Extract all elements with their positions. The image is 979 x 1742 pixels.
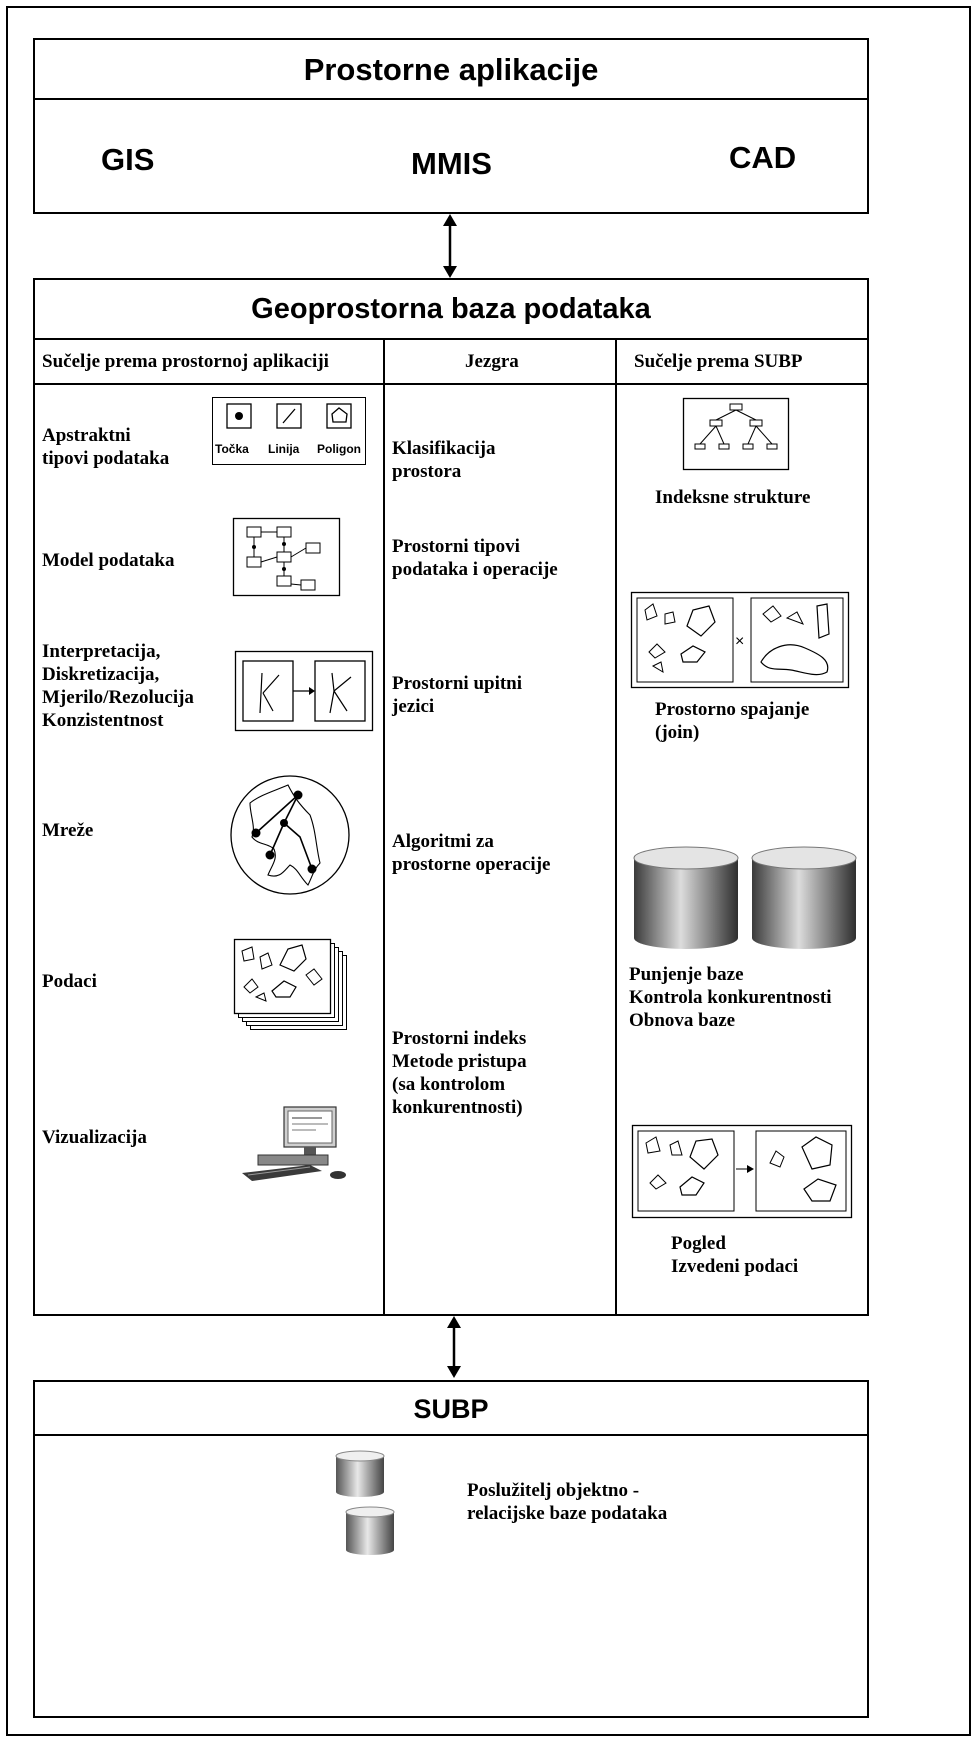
arrow-geodb-subp xyxy=(447,1316,461,1378)
geodb-divider-1 xyxy=(33,338,869,340)
left-label-visualization: Vizualizacija xyxy=(42,1127,147,1148)
left-label-data-model: Model podataka xyxy=(42,550,175,571)
network-map-icon xyxy=(230,775,350,895)
icon-label-point: Točka xyxy=(215,442,249,456)
column-header-core: Jezgra xyxy=(465,351,519,372)
subp-server-label: Poslužitelj objektno -relacijske baze po… xyxy=(467,1480,668,1524)
arrow-apps-geodb xyxy=(443,214,457,278)
subp-box: SUBP xyxy=(33,1380,869,1718)
view-derivation-illustration xyxy=(631,1124,853,1219)
geodb-col-separator-2 xyxy=(615,338,617,1316)
left-label-networks: Mreže xyxy=(42,820,94,841)
svg-text:×: × xyxy=(735,633,744,650)
subp-title: SUBP xyxy=(413,1394,489,1424)
subp-divider xyxy=(35,1434,867,1436)
geodb-box xyxy=(33,278,869,1316)
apps-item-gis: GIS xyxy=(101,142,155,177)
icon-label-line: Linija xyxy=(268,442,300,456)
discretization-illustration xyxy=(234,650,374,732)
column-header-app-interface: Sučelje prema prostornoj aplikaciji xyxy=(42,351,329,372)
left-label-data: Podaci xyxy=(42,971,97,992)
column-header-dbms-interface: Sučelje prema SUBP xyxy=(634,351,803,372)
database-storage-icon xyxy=(633,846,857,949)
data-layers-icon xyxy=(233,938,347,1030)
diagram-frame xyxy=(6,6,971,1736)
data-model-diagram-icon xyxy=(232,517,341,597)
geodb-divider-2 xyxy=(33,383,869,385)
apps-item-mmis: MMIS xyxy=(411,146,492,181)
computer-workstation-icon xyxy=(242,1106,346,1181)
geodb-col-separator-1 xyxy=(383,338,385,1316)
left-label-interpretation: Interpretacija,Diskretizacija, Mjerilo/R… xyxy=(42,641,194,731)
apps-item-cad: CAD xyxy=(729,140,797,175)
apps-divider xyxy=(35,98,867,100)
abstract-types-illustration: Točka Linija Poligon xyxy=(212,397,366,465)
apps-box: Prostorne aplikacije GIS MMIS CAD xyxy=(33,38,869,214)
spatial-join-illustration: × xyxy=(630,591,850,689)
dbms-label-index-structures: Indeksne strukture xyxy=(655,487,811,508)
icon-label-polygon: Poligon xyxy=(317,442,361,456)
index-tree-icon xyxy=(682,397,790,471)
dbms-label-spatial-join: Prostorno spajanje(join) xyxy=(655,699,810,743)
object-relational-db-icon xyxy=(335,1450,395,1555)
apps-title: Prostorne aplikacije xyxy=(303,52,599,87)
geodb-title: Geoprostorna baza podataka xyxy=(251,293,651,325)
